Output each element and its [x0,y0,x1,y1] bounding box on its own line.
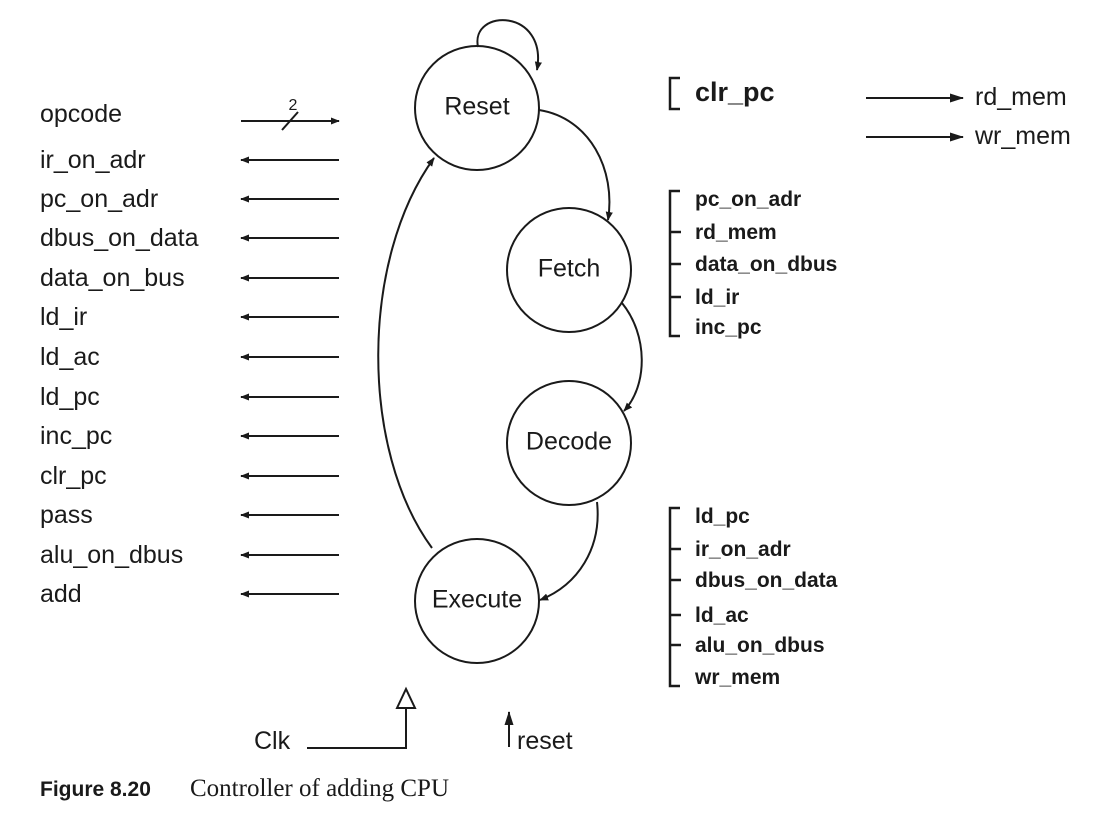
state-fetch-label: Fetch [538,255,601,283]
opcode-label: opcode [40,100,122,128]
clk-wire [307,708,407,749]
caption-text: Controller of adding CPU [190,775,449,802]
execute-output-ir-on-adr: ir_on_adr [695,538,791,561]
execute-output-dbus-on-data: dbus_on_data [695,569,838,592]
fetch-output-rd-mem: rd_mem [695,221,777,244]
control-signal-ir-on-adr: ir_on_adr [40,146,339,174]
execute-output-ld-pc: ld_pc [695,505,750,528]
wr-mem-label: wr_mem [974,122,1071,150]
control-signal-ld-ac: ld_ac [40,343,339,371]
execute-output-wr-mem: wr_mem [694,666,780,689]
state-reset: Reset [414,45,540,171]
state-fetch: Fetch [506,207,632,333]
fetch-outputs: pc_on_adr rd_mem data_on_dbus ld_ir inc_pc [668,188,837,339]
rd-mem-label: rd_mem [975,83,1067,111]
fetch-output-inc-pc: inc_pc [695,316,762,339]
control-signal-alu-on-dbus: alu_on_dbus [40,541,339,569]
control-signals: ir_on_adr pc_on_adr dbus_on_data data_on_bu… [40,146,339,608]
fetch-output-data-on-dbus: data_on_dbus [695,253,837,276]
state-reset-label: Reset [444,93,509,121]
execute-output-bracket [668,506,680,688]
memory-outputs: rd_mem wr_mem [866,83,1071,150]
execute-output-ld-ac: ld_ac [695,604,749,627]
control-signal-ld-pc: ld_pc [40,383,339,411]
control-signal-label: add [40,580,82,608]
control-signal-label: alu_on_dbus [40,541,183,569]
control-signal-label: data_on_bus [40,264,185,292]
control-signal-clr-pc: clr_pc [40,462,339,490]
state-execute-circle [414,538,540,664]
control-signal-label: inc_pc [40,422,112,450]
control-signal-inc-pc: inc_pc [40,422,339,450]
reset-outputs: clr_pc [668,76,775,111]
fetch-output-ld-ir: ld_ir [695,286,739,309]
control-signal-pc-on-adr: pc_on_adr [40,185,339,213]
control-signal-label: pc_on_adr [40,185,158,213]
control-signal-pass: pass [40,501,339,529]
figure-caption: Figure 8.20 Controller of adding CPU [40,775,449,802]
control-signal-label: ld_pc [40,383,100,411]
state-fetch-circle [506,207,632,333]
control-signal-ld-ir: ld_ir [40,303,339,331]
state-decode-label: Decode [526,428,612,456]
reset-outputs-bracket [668,76,680,111]
control-signal-dbus-on-data: dbus_on_data [40,224,339,252]
decode-to-execute-arrow [539,501,599,601]
reset-to-fetch-arrow [538,109,613,221]
reset-output-clr-pc: clr_pc [695,77,775,107]
control-signal-label: clr_pc [40,462,107,490]
bus-slash [281,111,299,131]
reset-self-loop [476,19,542,71]
control-signal-add: add [40,580,339,608]
fetch-output-pc-on-adr: pc_on_adr [695,188,801,211]
reset-input-label: reset [517,727,573,755]
control-signal-label: ld_ir [40,303,87,331]
execute-to-reset-arrow [377,157,435,549]
execute-output-alu-on-dbus: alu_on_dbus [695,634,825,657]
state-decode-circle [506,380,632,506]
state-decode: Decode [506,380,632,506]
fetch-to-decode-arrow [621,302,643,412]
clock-input: Clk [254,686,417,755]
opcode-input: opcode 2 [40,97,340,131]
execute-outputs: ld_pc ir_on_adr dbus_on_data ld_ac alu_on_db… [668,505,838,689]
control-signal-label: pass [40,501,93,529]
clk-label: Clk [254,727,291,755]
clk-triangle [395,686,417,709]
reset-input: reset [504,711,573,755]
control-signal-label: dbus_on_data [40,224,199,252]
state-execute: Execute [414,538,540,664]
control-signal-label: ir_on_adr [40,146,146,174]
control-signal-data-on-bus: data_on_bus [40,264,339,292]
bus-width-label: 2 [289,97,298,114]
caption-number: Figure 8.20 [40,778,151,801]
state-execute-label: Execute [432,586,522,614]
control-signal-label: ld_ac [40,343,100,371]
